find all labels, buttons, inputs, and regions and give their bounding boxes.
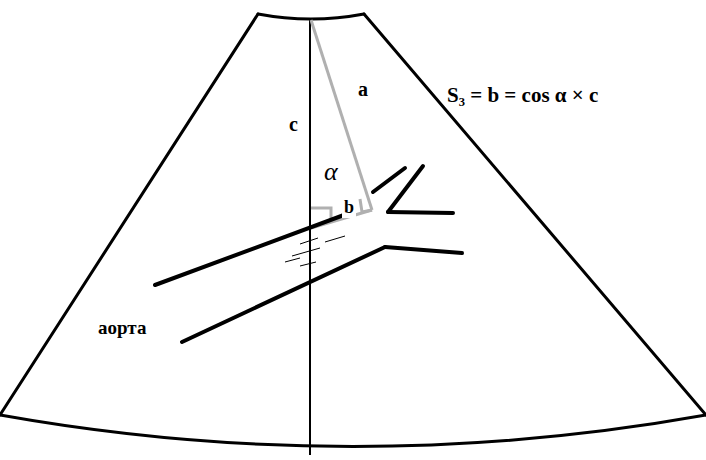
side-label: b — [342, 198, 356, 218]
structure-label: аорта — [96, 318, 148, 339]
angle-label: α — [322, 158, 340, 187]
formula: S₃ = b = cos α × c — [445, 84, 600, 107]
sector-top-arc — [258, 14, 364, 19]
sector-left-edge — [0, 14, 258, 415]
sector-bottom-arc — [0, 415, 706, 447]
flow-marks — [285, 236, 345, 266]
scan-line — [309, 20, 311, 455]
sector-right-edge — [364, 14, 706, 415]
side-label: c — [287, 113, 300, 135]
triangle — [311, 20, 372, 228]
aorta — [155, 166, 462, 342]
side-label: a — [356, 78, 370, 100]
